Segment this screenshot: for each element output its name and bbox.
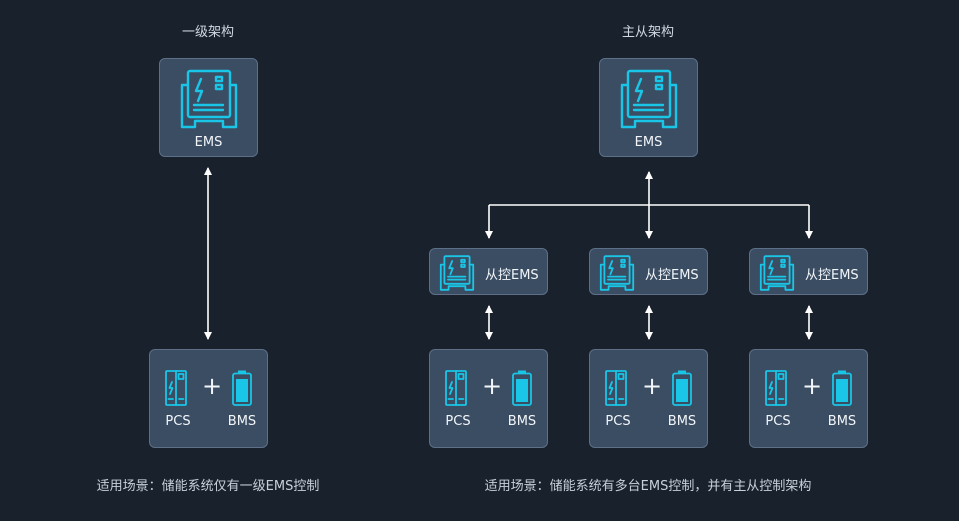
slave-ems-card: 从控EMS: [429, 248, 548, 295]
ems-icon: [599, 255, 635, 291]
left-panel-caption: 适用场景：储能系统仅有一级EMS控制: [96, 479, 320, 494]
ems-label: EMS: [194, 135, 223, 150]
slave-ems-label: 从控EMS: [805, 268, 859, 283]
left-panel-title: 一级架构: [181, 25, 235, 40]
pcs-bms-card: + PCS BMS: [749, 349, 868, 448]
battery-icon: [832, 370, 852, 406]
slave-ems-card: 从控EMS: [749, 248, 868, 295]
pcs-icon: [165, 370, 187, 406]
pcs-icon: [445, 370, 467, 406]
slave-ems-label: 从控EMS: [485, 268, 539, 283]
slave-ems-card: 从控EMS: [589, 248, 708, 295]
right-panel-caption: 适用场景：储能系统有多台EMS控制，并有主从控制架构: [484, 479, 812, 494]
plus-icon: +: [482, 372, 503, 400]
bms-label: BMS: [827, 414, 857, 429]
master-ems-label: EMS: [634, 135, 663, 150]
pcs-icon: [605, 370, 627, 406]
pcs-label: PCS: [165, 414, 191, 429]
pcs-bms-card: + PCS BMS: [589, 349, 708, 448]
ems-icon: [759, 255, 795, 291]
ems-card: EMS: [159, 58, 258, 157]
bms-label: BMS: [507, 414, 537, 429]
plus-icon: +: [642, 372, 663, 400]
plus-icon: +: [802, 372, 823, 400]
battery-icon: [672, 370, 692, 406]
pcs-label: PCS: [765, 414, 791, 429]
bms-label: BMS: [667, 414, 697, 429]
ems-icon: [620, 69, 678, 129]
battery-icon: [512, 370, 532, 406]
pcs-bms-card: + PCS BMS: [429, 349, 548, 448]
bms-label: BMS: [227, 414, 257, 429]
ems-icon: [439, 255, 475, 291]
battery-icon: [232, 370, 252, 406]
pcs-label: PCS: [445, 414, 471, 429]
pcs-label: PCS: [605, 414, 631, 429]
pcs-icon: [765, 370, 787, 406]
right-panel-title: 主从架构: [621, 25, 675, 40]
ems-icon: [180, 69, 238, 129]
master-ems-card: EMS: [599, 58, 698, 157]
pcs-bms-card: + PCS BMS: [149, 349, 268, 448]
slave-ems-label: 从控EMS: [645, 268, 699, 283]
plus-icon: +: [202, 372, 223, 400]
